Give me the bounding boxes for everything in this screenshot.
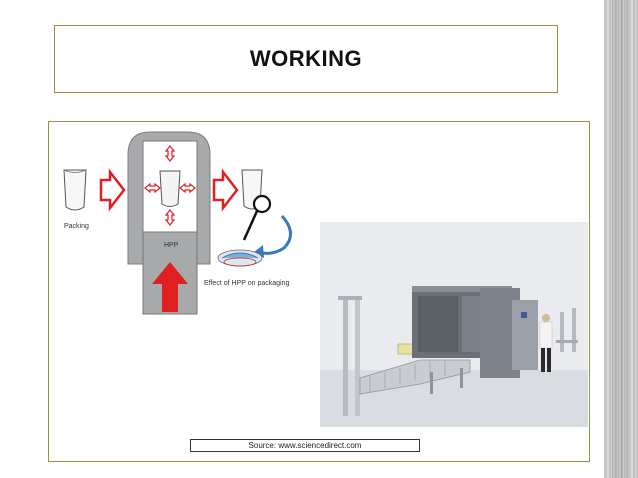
packing-label: Packing — [64, 223, 89, 230]
title-box: WORKING — [54, 25, 558, 93]
package-effect-illustration — [217, 249, 263, 267]
up-arrow-icon — [152, 262, 188, 312]
magnifier-icon — [242, 194, 272, 241]
content-frame — [48, 121, 590, 462]
source-caption: Source: www.sciencedirect.com — [248, 441, 362, 450]
slide-title: WORKING — [249, 46, 363, 71]
right-arrow-icon — [99, 168, 126, 212]
side-strip-texture — [612, 0, 628, 478]
curved-arrow-icon — [257, 215, 292, 255]
effect-label: Effect of HPP on packaging — [204, 280, 289, 287]
right-arrow-icon — [212, 168, 239, 212]
source-caption-box: Source: www.sciencedirect.com — [190, 439, 420, 452]
hpp-label: HPP — [164, 242, 179, 249]
pouch-icon — [63, 169, 87, 211]
curved-arrow-head — [254, 245, 264, 258]
pressure-arrows — [144, 145, 196, 226]
pouch-icon — [159, 170, 181, 207]
hpp-machine-photo — [320, 222, 588, 427]
decorative-side-strip — [604, 0, 638, 478]
